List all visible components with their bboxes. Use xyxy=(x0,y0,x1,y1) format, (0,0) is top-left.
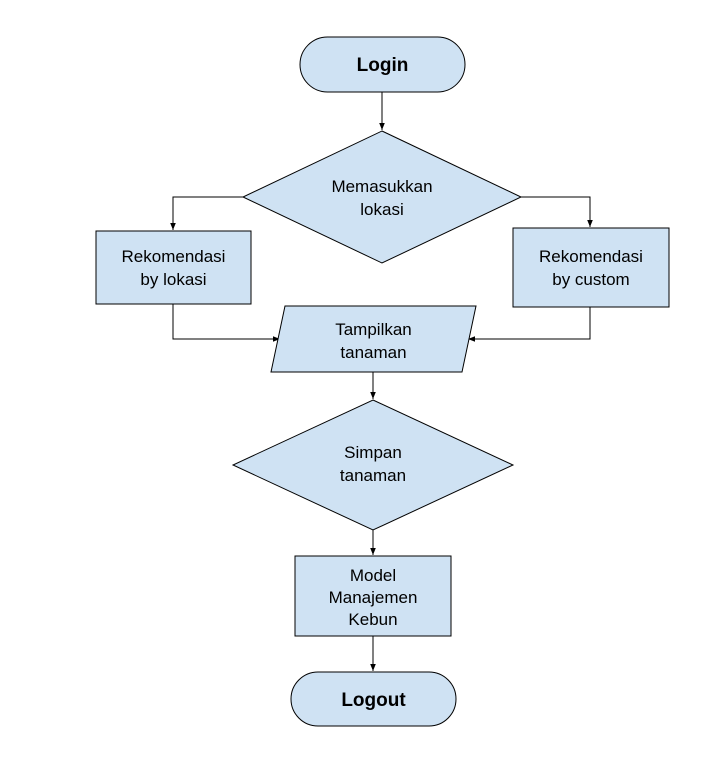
terminal-shape xyxy=(290,671,457,727)
io-shape xyxy=(270,305,477,373)
node-input-location-label-line1: Memasukkan xyxy=(331,177,432,196)
edge-input-location-to-recommend-custom xyxy=(521,196,593,227)
node-garden-model-label-line3: Kebun xyxy=(348,610,397,629)
node-save-plants-label-line1: Simpan xyxy=(344,443,402,462)
node-recommend-custom-label-line1: Rekomendasi xyxy=(539,247,643,266)
node-garden-model-label-line2: Manajemen xyxy=(329,588,418,607)
process-shape xyxy=(294,555,452,637)
node-garden-model-label-line1: Model xyxy=(350,566,396,585)
node-recommend-location-label-line1: Rekomendasi xyxy=(122,247,226,266)
edge-input-location-to-recommend-location xyxy=(170,196,243,230)
node-show-plants: Tampilkan tanaman xyxy=(270,305,477,373)
edge-recommend-location-to-show-plants xyxy=(172,304,280,342)
node-login: Login xyxy=(299,36,466,93)
decision-shape xyxy=(241,130,523,264)
node-recommend-location: Rekomendasi by lokasi xyxy=(95,230,252,305)
terminal-shape xyxy=(299,36,466,93)
node-show-plants-label-line1: Tampilkan xyxy=(335,320,412,339)
node-save-plants: Simpan tanaman xyxy=(231,399,515,531)
node-recommend-custom: Rekomendasi by custom xyxy=(512,227,670,308)
node-recommend-custom-label-line2: by custom xyxy=(552,270,629,289)
edge-recommend-custom-to-show-plants xyxy=(468,307,591,342)
node-input-location: Memasukkan lokasi xyxy=(241,130,523,264)
edges xyxy=(170,92,593,671)
node-recommend-location-label-line2: by lokasi xyxy=(140,270,206,289)
node-garden-model: Model Manajemen Kebun xyxy=(294,555,452,637)
node-logout: Logout xyxy=(290,671,457,727)
process-shape xyxy=(512,227,670,308)
decision-shape xyxy=(231,399,515,531)
node-login-label: Login xyxy=(357,55,409,76)
node-show-plants-label-line2: tanaman xyxy=(340,343,406,362)
node-logout-label: Logout xyxy=(341,690,406,711)
process-shape xyxy=(95,230,252,305)
node-input-location-label-line2: lokasi xyxy=(360,200,403,219)
node-save-plants-label-line2: tanaman xyxy=(340,466,406,485)
